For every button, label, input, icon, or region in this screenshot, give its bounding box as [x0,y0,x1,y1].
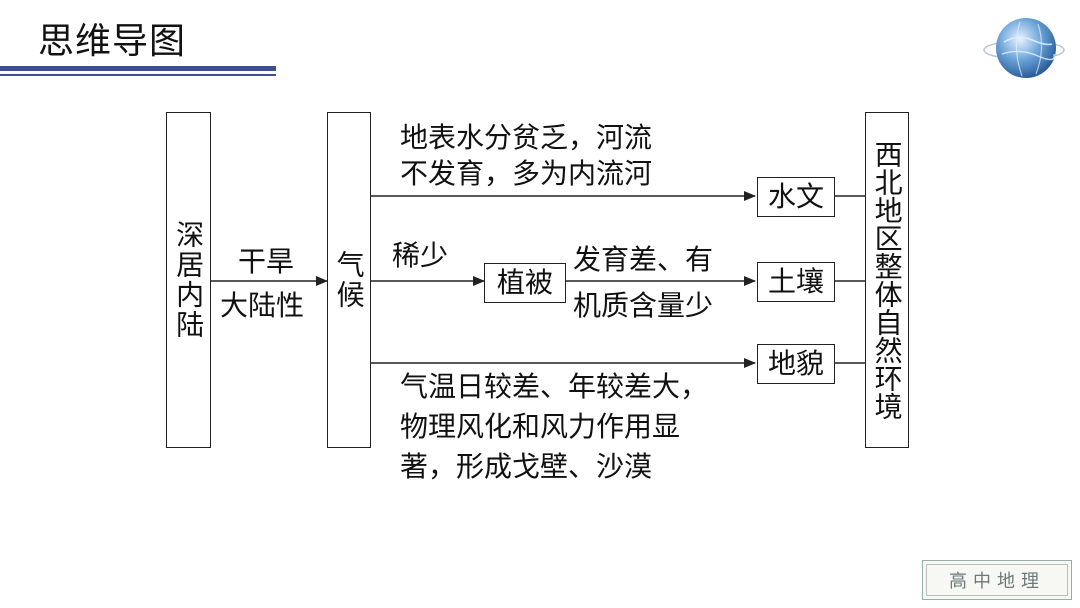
watermark-stamp: 高中地理 [922,560,1072,600]
label-soil-line1: 发育差、有 [573,243,714,276]
node-result-label: 西北地区整体自然环境 [870,140,904,420]
node-cause: 深居内陆 [166,112,211,448]
label-hydrology-line1: 地表水分贫乏，河流 [400,121,653,154]
node-vegetation-label: 植被 [496,266,553,300]
label-landform-line3: 著，形成戈壁、沙漠 [400,450,653,483]
title-underline-thin [0,74,276,76]
label-soil-line2: 机质含量少 [573,289,714,322]
node-result: 西北地区整体自然环境 [865,112,909,448]
title-underline-thick [0,66,276,71]
globe-icon [983,18,1065,78]
label-arid: 干旱 [238,245,295,278]
label-hydrology-line2: 不发育，多为内流河 [400,157,653,190]
node-cause-label: 深居内陆 [172,220,206,340]
node-climate-label: 气候 [332,250,366,310]
label-sparse: 稀少 [392,239,449,272]
node-hydrology: 水文 [757,177,835,217]
node-soil: 土壤 [757,262,835,302]
node-vegetation: 植被 [484,263,566,303]
node-landform: 地貌 [757,344,835,384]
node-landform-label: 地貌 [767,347,824,381]
node-hydrology-label: 水文 [767,180,824,214]
watermark-text: 高中地理 [926,564,1068,596]
node-soil-label: 土壤 [767,265,824,299]
slide-title: 思维导图 [38,21,187,62]
node-climate: 气候 [327,112,371,448]
label-continental: 大陆性 [220,289,305,322]
label-landform-line1: 气温日较差、年较差大， [400,370,709,403]
label-landform-line2: 物理风化和风力作用显 [400,410,681,443]
